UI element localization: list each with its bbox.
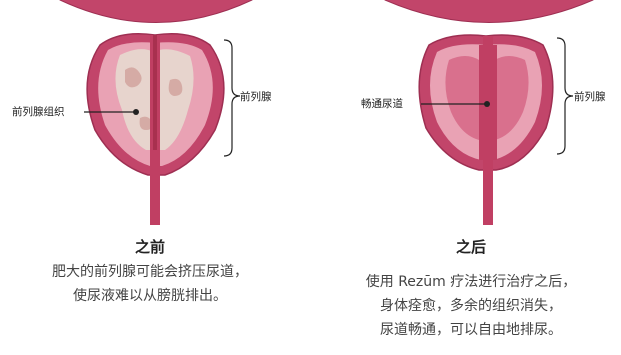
before-caption-line-1: 肥大的前列腺可能会挤压尿道， xyxy=(0,260,300,284)
bladder-shape xyxy=(60,0,252,23)
prostate-after-illustration xyxy=(321,0,621,230)
prostate-label: 前列腺 xyxy=(574,89,606,104)
urethra-callout-dot xyxy=(484,101,490,107)
tissue-label: 前列腺组织 xyxy=(12,104,65,119)
after-caption-line-3: 尿道畅通，可以自由地排尿。 xyxy=(321,318,621,342)
prostate-bracket xyxy=(557,38,573,154)
after-caption-line-2: 身体痊愈，多余的组织消失， xyxy=(321,294,621,318)
before-heading: 之前 xyxy=(0,236,300,257)
after-caption-line-1: 使用 Rezūm 疗法进行治疗之后， xyxy=(321,270,621,294)
tissue-callout-dot xyxy=(133,109,139,115)
prostate-bracket xyxy=(224,40,240,156)
prostate-label: 前列腺 xyxy=(240,89,272,104)
urethra-label: 畅通尿道 xyxy=(361,96,403,111)
after-heading: 之后 xyxy=(321,236,621,257)
before-panel: 前列腺组织 前列腺 之前 肥大的前列腺可能会挤压尿道， 使尿液难以从膀胱排出。 xyxy=(0,0,300,355)
bladder-shape xyxy=(385,0,593,23)
after-caption: 使用 Rezūm 疗法进行治疗之后， 身体痊愈，多余的组织消失， 尿道畅通，可以… xyxy=(321,270,621,342)
before-caption-line-2: 使尿液难以从膀胱排出。 xyxy=(0,284,300,308)
after-panel: 畅通尿道 前列腺 之后 使用 Rezūm 疗法进行治疗之后， 身体痊愈，多余的组… xyxy=(321,0,621,355)
before-caption: 肥大的前列腺可能会挤压尿道， 使尿液难以从膀胱排出。 xyxy=(0,260,300,308)
